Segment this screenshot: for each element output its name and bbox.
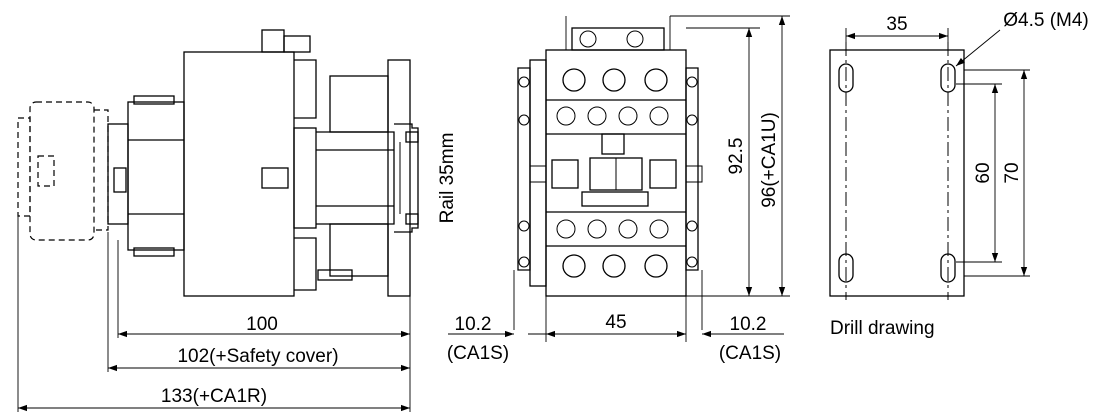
drill-drawing: 35 Ø4.5 (M4) 60 70 Drill drawing [829,10,1089,339]
strip-holes [518,76,698,268]
dim-left-10-2-label: 10.2 [455,314,492,335]
top-clamp [565,16,671,51]
front-view: 92.5 96(+CA1U) 45 10.2 (CA1S) 10.2 (CA1S… [447,15,790,364]
dim-left-ca1s-label: (CA1S) [447,343,509,364]
dim-60-label: 60 [973,162,994,183]
middle-mechanism [529,133,703,207]
din-rail-clip [394,123,419,233]
dim-96-label: 96(+CA1U) [759,112,780,208]
dim-right-ca1s-label: (CA1S) [719,343,781,364]
top-terminals [556,68,669,126]
ca1r-dashed-outline [17,101,109,241]
mounting-holes [838,63,956,283]
dim-133-label: 133(+CA1R) [161,386,267,407]
side-auxiliary-strips [513,67,703,330]
drill-drawing-title: Drill drawing [830,318,935,339]
hole-diameter-label: Ø4.5 (M4) [1003,10,1089,31]
dim-100-label: 100 [246,314,278,335]
dim-92-5-label: 92.5 [726,138,747,175]
dim-35-label: 35 [886,14,907,35]
contactor-body [183,29,411,297]
auxiliary-block [107,95,185,257]
hole-leader-line [955,29,1001,67]
dim-right-10-2-label: 10.2 [730,314,767,335]
dim-70-label: 70 [1002,162,1023,183]
rail-label: Rail 35mm [437,133,458,224]
dim-45-label: 45 [605,312,626,333]
side-view: Rail 35mm 100 102(+Safety cover) 133(+CA… [17,29,458,412]
bottom-terminals [556,219,669,278]
drill-plate [829,49,965,297]
dim-102-label: 102(+Safety cover) [177,346,338,367]
